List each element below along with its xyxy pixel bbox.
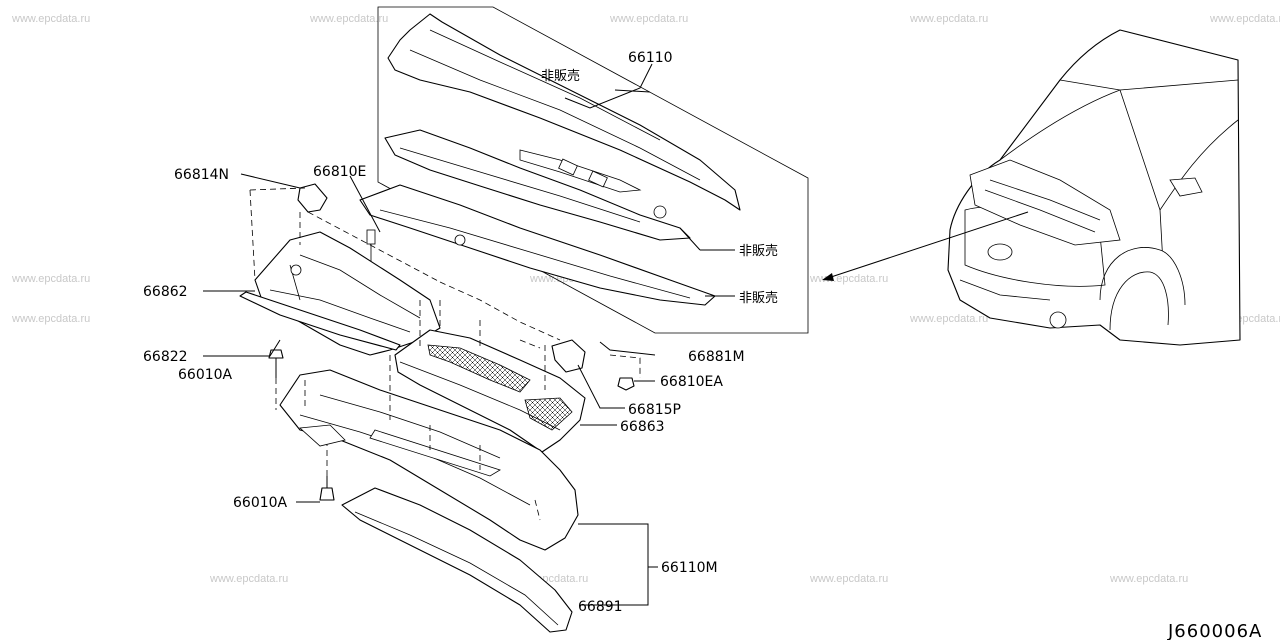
bracket-66815P — [551, 339, 586, 373]
bracket-66814N — [297, 183, 328, 213]
label-66010A: 66010A — [178, 367, 233, 383]
watermark: www.epcdata.ru — [1109, 573, 1188, 585]
watermark: www.epcdata.ru — [809, 273, 888, 285]
cowl-top-lower-66110M — [279, 369, 579, 551]
watermark: www.epcdata.ru — [609, 13, 688, 25]
screw-66010A-upper — [268, 349, 284, 410]
seal-strip-66822 — [239, 291, 401, 351]
label-66110M: 66110M — [661, 560, 718, 576]
watermark: www.epcdata.ru — [1209, 13, 1280, 25]
label-not-for-sale: 非販売 — [541, 68, 580, 84]
label-66862: 66862 — [143, 284, 188, 300]
cowl-top-grille-66863 — [394, 329, 586, 453]
screw-66010A-lower — [319, 440, 335, 501]
label-66810EA: 66810EA — [660, 374, 723, 390]
clip-66810EA — [617, 377, 635, 391]
label-66891: 66891 — [578, 599, 623, 615]
label-66881M: 66881M — [688, 349, 745, 365]
vehicle-illustration — [947, 29, 1241, 346]
diagram-code: J660006A — [1167, 621, 1262, 640]
variant-group-frame — [377, 6, 809, 334]
label-66814N: 66814N — [174, 167, 229, 183]
watermark: www.epcdata.ru — [909, 313, 988, 325]
watermark: www.epcdata.ru — [11, 313, 90, 325]
label-66815P: 66815P — [628, 402, 681, 418]
location-pointer — [822, 211, 1029, 281]
label-66822: 66822 — [143, 349, 188, 365]
label-not-for-sale: 非販売 — [739, 243, 778, 259]
watermark: www.epcdata.ru — [809, 573, 888, 585]
label-66863: 66863 — [620, 419, 665, 435]
label-66010A: 66010A — [233, 495, 288, 511]
label-66110: 66110 — [628, 50, 673, 66]
cowl-top-upper-part — [387, 13, 741, 219]
watermark: www.epcdata.ru — [11, 13, 90, 25]
watermark: www.epcdata.ru — [209, 573, 288, 585]
watermark: www.epcdata.ru — [11, 273, 90, 285]
cowl-top-lower-variant — [359, 129, 716, 306]
label-66810E: 66810E — [313, 164, 366, 180]
part-labels: 66110 非販売 非販売 非販売 66814N 66810E 66862 66… — [143, 50, 1262, 640]
leader-lines — [203, 63, 735, 606]
assembly-dashed-lines — [249, 187, 641, 521]
drain-channel-66891 — [341, 487, 573, 633]
label-not-for-sale: 非販売 — [739, 290, 778, 306]
watermark: www.epcdata.ru — [309, 13, 388, 25]
watermark: www.epcdata.ru — [909, 13, 988, 25]
